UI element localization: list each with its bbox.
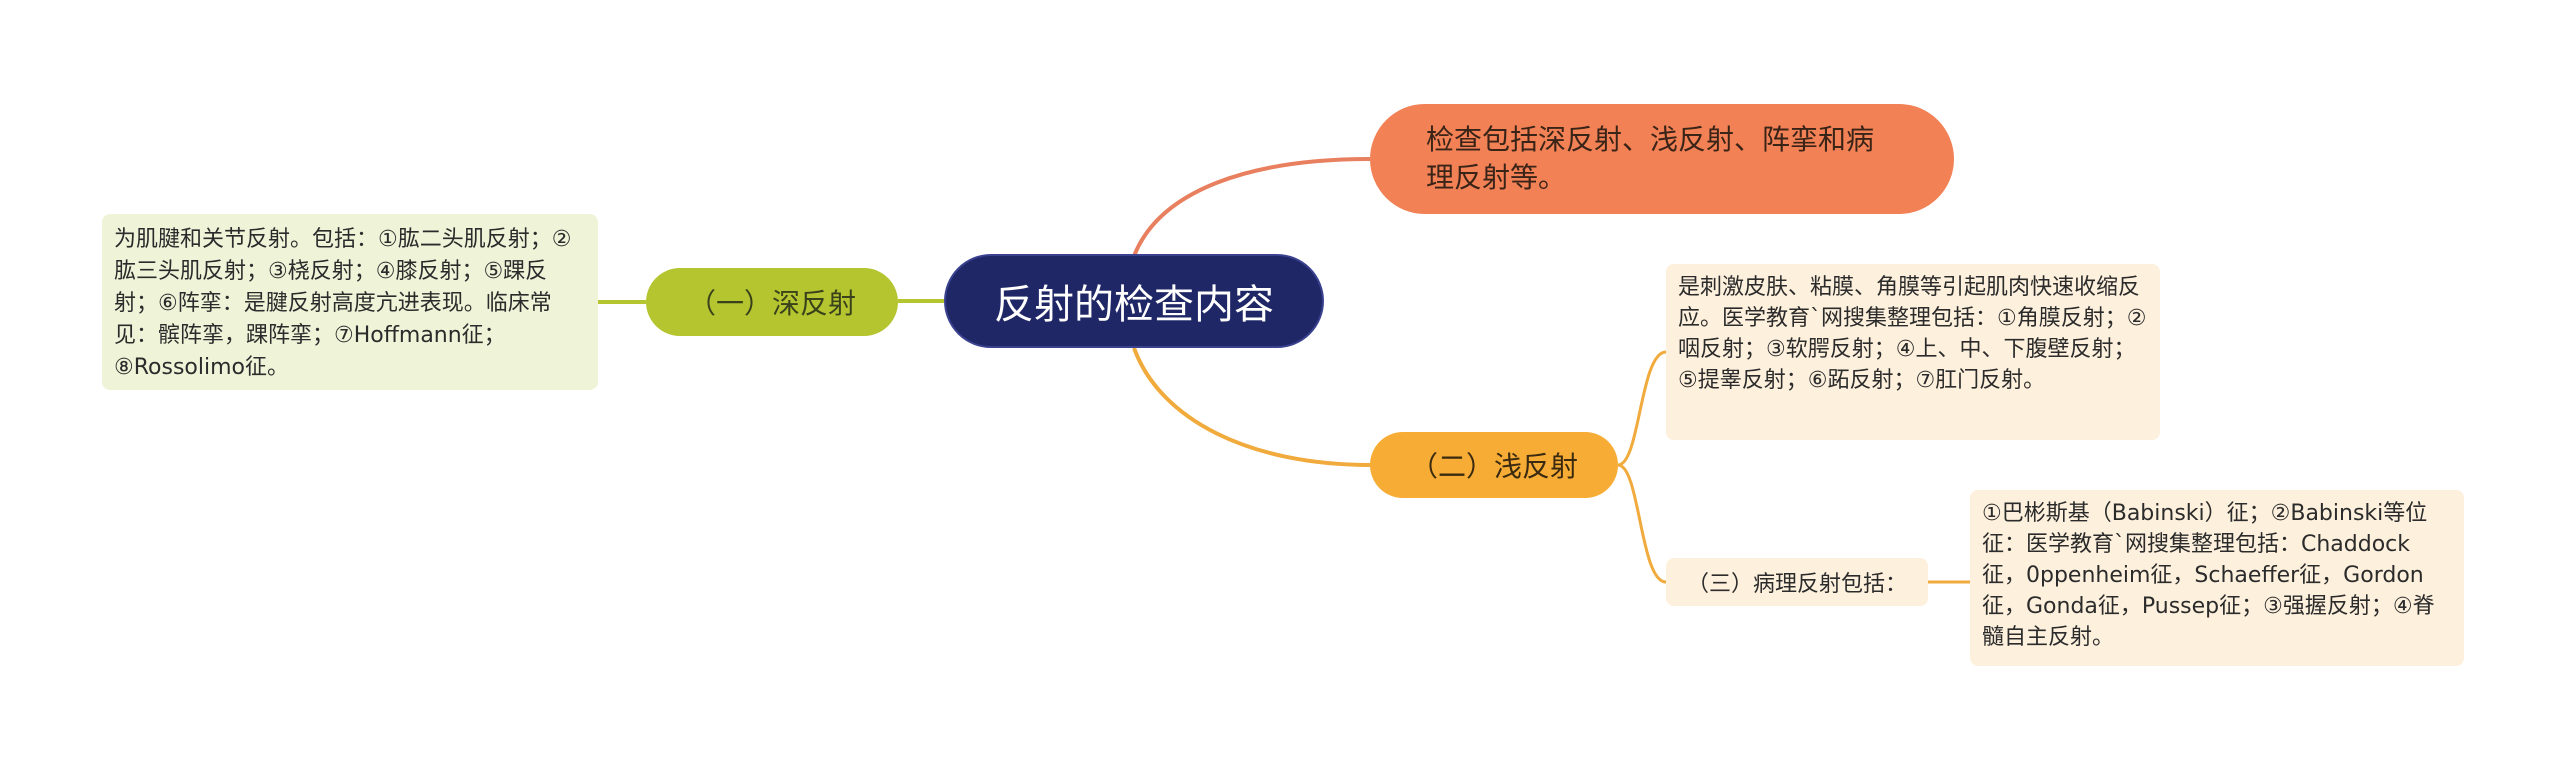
deep-reflex-node[interactable]: （一）深反射: [646, 268, 898, 336]
deep-reflex-label: （一）深反射: [687, 287, 856, 320]
pathological-reflex-node[interactable]: （三）病理反射包括：: [1666, 558, 1928, 606]
deep-reflex-detail-text: 为肌腱和关节反射。包括：①肱二头肌反射；②肱三头肌反射；③桡反射；④膝反射；⑤踝…: [114, 227, 572, 380]
pathological-reflex-detail-text: ①巴彬斯基（Babinski）征；②Babinski等位征：医学教育`网搜集整理…: [1982, 501, 2435, 650]
link-root-shallow: [1132, 347, 1371, 467]
shallow-reflex-detail[interactable]: 是刺激皮肤、粘膜、角膜等引起肌肉快速收缩反应。医学教育`网搜集整理包括：①角膜反…: [1666, 264, 2160, 440]
link-shallow-path: [1617, 463, 1667, 584]
summary-label: 检查包括深反射、浅反射、阵挛和病理反射等。: [1426, 123, 1875, 194]
deep-reflex-detail[interactable]: 为肌腱和关节反射。包括：①肱二头肌反射；②肱三头肌反射；③桡反射；④膝反射；⑤踝…: [102, 214, 598, 390]
root-node[interactable]: 反射的检查内容: [944, 254, 1324, 348]
root-label: 反射的检查内容: [994, 282, 1274, 328]
link-shallow-detail: [1617, 350, 1667, 467]
shallow-reflex-detail-text: 是刺激皮肤、粘膜、角膜等引起肌肉快速收缩反应。医学教育`网搜集整理包括：①角膜反…: [1678, 275, 2147, 393]
link-root-summary: [1132, 157, 1371, 257]
shallow-reflex-node[interactable]: （二）浅反射: [1370, 432, 1618, 498]
pathological-reflex-detail[interactable]: ①巴彬斯基（Babinski）征；②Babinski等位征：医学教育`网搜集整理…: [1970, 490, 2464, 666]
shallow-reflex-label: （二）浅反射: [1409, 450, 1578, 483]
summary-node[interactable]: 检查包括深反射、浅反射、阵挛和病理反射等。: [1370, 104, 1954, 214]
pathological-reflex-label: （三）病理反射包括：: [1686, 572, 1907, 597]
